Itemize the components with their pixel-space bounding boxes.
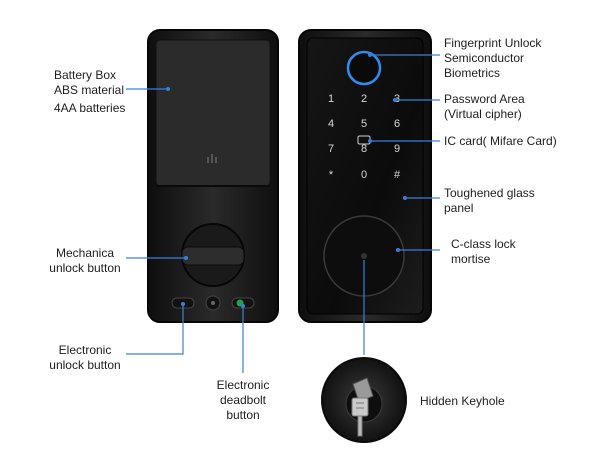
- mechanical-line2: unlock button: [49, 261, 121, 275]
- electronic-unlock-label: Electronic unlock button: [46, 343, 124, 373]
- keypad-key[interactable]: 1: [328, 93, 334, 105]
- fingerprint-label: Fingerprint Unlock Semiconductor Biometr…: [444, 36, 541, 81]
- deadbolt-line1: Electronic: [216, 378, 270, 392]
- battery-line2: ABS material: [54, 83, 125, 97]
- keypad-key[interactable]: 0: [361, 169, 367, 181]
- deadbolt-line3: button: [226, 408, 260, 422]
- mechanical-line1: Mechanica: [55, 246, 115, 260]
- keypad-key[interactable]: 7: [328, 143, 334, 155]
- keypad-key[interactable]: 9: [394, 143, 400, 155]
- glass-panel-label: Toughened glass panel: [444, 186, 535, 216]
- keypad-key[interactable]: 8: [361, 143, 367, 155]
- keypad-key[interactable]: #: [394, 169, 401, 181]
- keypad-key[interactable]: 4: [328, 118, 334, 130]
- password-line2: (Virtual cipher): [444, 107, 522, 121]
- hidden-keyhole: [321, 357, 407, 443]
- password-area-label: Password Area (Virtual cipher): [444, 92, 525, 122]
- key-icon: [351, 377, 374, 437]
- mechanical-unlock-knob[interactable]: [181, 246, 245, 266]
- keypad-key[interactable]: *: [329, 169, 334, 181]
- exterior-unit: 1 2 3 4 5 6 7 8 9 * 0 #: [298, 29, 432, 323]
- mechanical-unlock-label: Mechanica unlock button: [46, 246, 124, 276]
- ic-card-label: IC card( Mifare Card): [444, 134, 557, 149]
- fingerprint-line3: Biometrics: [444, 66, 501, 80]
- electronic-unlock-line2: unlock button: [49, 358, 121, 372]
- mortise-line2: mortise: [451, 252, 491, 266]
- interior-unit: [147, 29, 279, 323]
- battery-line1: Battery Box: [54, 68, 117, 82]
- glass-line1: Toughened glass: [444, 186, 535, 200]
- keypad: 1 2 3 4 5 6 7 8 9 * 0 #: [328, 93, 401, 181]
- keypad-key[interactable]: 2: [361, 93, 367, 105]
- ic-card-line1: IC card( Mifare Card): [444, 134, 557, 148]
- battery-cover: [155, 39, 271, 187]
- glass-line2: panel: [444, 201, 474, 215]
- keypad-key[interactable]: 6: [394, 118, 400, 130]
- leader-lines: [126, 53, 440, 373]
- electronic-deadbolt-label: Electronic deadbolt button: [205, 378, 281, 423]
- keypad-key[interactable]: 5: [361, 118, 367, 130]
- battery-line3: 4AA batteries: [54, 101, 126, 115]
- deadbolt-line2: deadbolt: [219, 393, 267, 407]
- electronic-unlock-line1: Electronic: [58, 343, 112, 357]
- keyhole-line1: Hidden Keyhole: [420, 394, 505, 408]
- mortise-label: C-class lock mortise: [451, 237, 516, 267]
- mortise-line1: C-class lock: [451, 237, 516, 251]
- fingerprint-ring-icon[interactable]: [346, 50, 382, 86]
- keypad-key[interactable]: 3: [394, 93, 400, 105]
- battery-box-label: Battery Box ABS material 4AA batteries: [54, 68, 125, 116]
- fingerprint-line1: Fingerprint Unlock: [444, 36, 542, 50]
- logo-mark-icon: [207, 154, 217, 163]
- password-line1: Password Area: [444, 92, 525, 106]
- fingerprint-line2: Semiconductor: [444, 51, 525, 65]
- hidden-keyhole-label: Hidden Keyhole: [420, 394, 505, 409]
